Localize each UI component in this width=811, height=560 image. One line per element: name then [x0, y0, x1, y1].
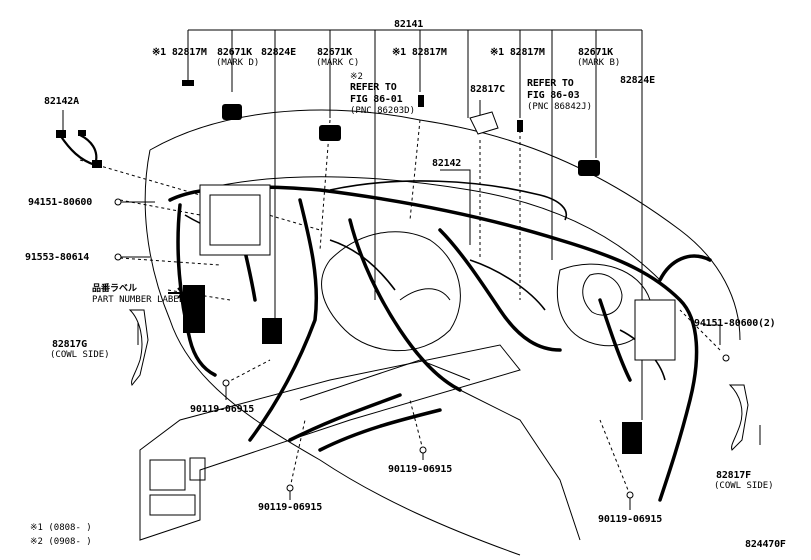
- callout-mark-c: (MARK C): [316, 58, 360, 68]
- callout-82817m-right: ※1 82817M: [490, 47, 545, 58]
- callout-refer1-line2: FIG 86-01: [350, 94, 403, 105]
- callout-82671k-c: 82671K: [317, 47, 352, 58]
- callout-cowl-side-right: (COWL SIDE): [714, 481, 774, 491]
- callout-refer2-line1: REFER TO: [527, 78, 574, 89]
- callout-82671k-d: 82671K: [217, 47, 252, 58]
- callout-90119-b: 90119-06915: [388, 464, 453, 475]
- callout-82142a: 82142A: [44, 96, 79, 107]
- footnote-1: ※1 (0808- ): [30, 523, 92, 533]
- callout-90119-d: 90119-06915: [598, 514, 663, 525]
- callout-cowl-side-left: (COWL SIDE): [50, 350, 110, 360]
- callout-82817m-left: ※1 82817M: [152, 47, 207, 58]
- callout-82817c: 82817C: [470, 84, 505, 95]
- callout-82817m-mid: ※1 82817M: [392, 47, 447, 58]
- figure-id: 824470F: [745, 539, 786, 550]
- callout-mark-d: (MARK D): [216, 58, 260, 68]
- callout-94151-right: 94151-80600(2): [694, 318, 776, 329]
- callout-refer1-line3: (PNC 86203D): [350, 106, 416, 116]
- callout-94151-left: 94151-80600: [28, 197, 93, 208]
- callout-mark-b: (MARK B): [577, 58, 621, 68]
- callout-refer2-line2: FIG 86-03: [527, 90, 580, 101]
- callout-refer1-line1: REFER TO: [350, 82, 397, 93]
- callout-82824e-right: 82824E: [620, 75, 655, 86]
- callout-90119-a: 90119-06915: [190, 404, 255, 415]
- callout-82142: 82142: [432, 158, 462, 169]
- callout-91553: 91553-80614: [25, 252, 90, 263]
- callout-82141: 82141: [394, 19, 424, 30]
- callout-82824e-left: 82824E: [261, 47, 296, 58]
- footnote-2: ※2 (0908- ): [30, 537, 92, 547]
- callout-refer1-mark: ※2: [350, 72, 363, 82]
- callout-label-en: PART NUMBER LABEL: [92, 295, 185, 305]
- callout-90119-c: 90119-06915: [258, 502, 323, 513]
- callout-label-jp: 品番ラベル: [92, 284, 138, 294]
- callout-82817g: 82817G: [52, 339, 87, 350]
- callout-refer2-line3: (PNC 86842J): [527, 102, 593, 112]
- callout-82817f: 82817F: [716, 470, 751, 481]
- callout-82671k-b: 82671K: [578, 47, 613, 58]
